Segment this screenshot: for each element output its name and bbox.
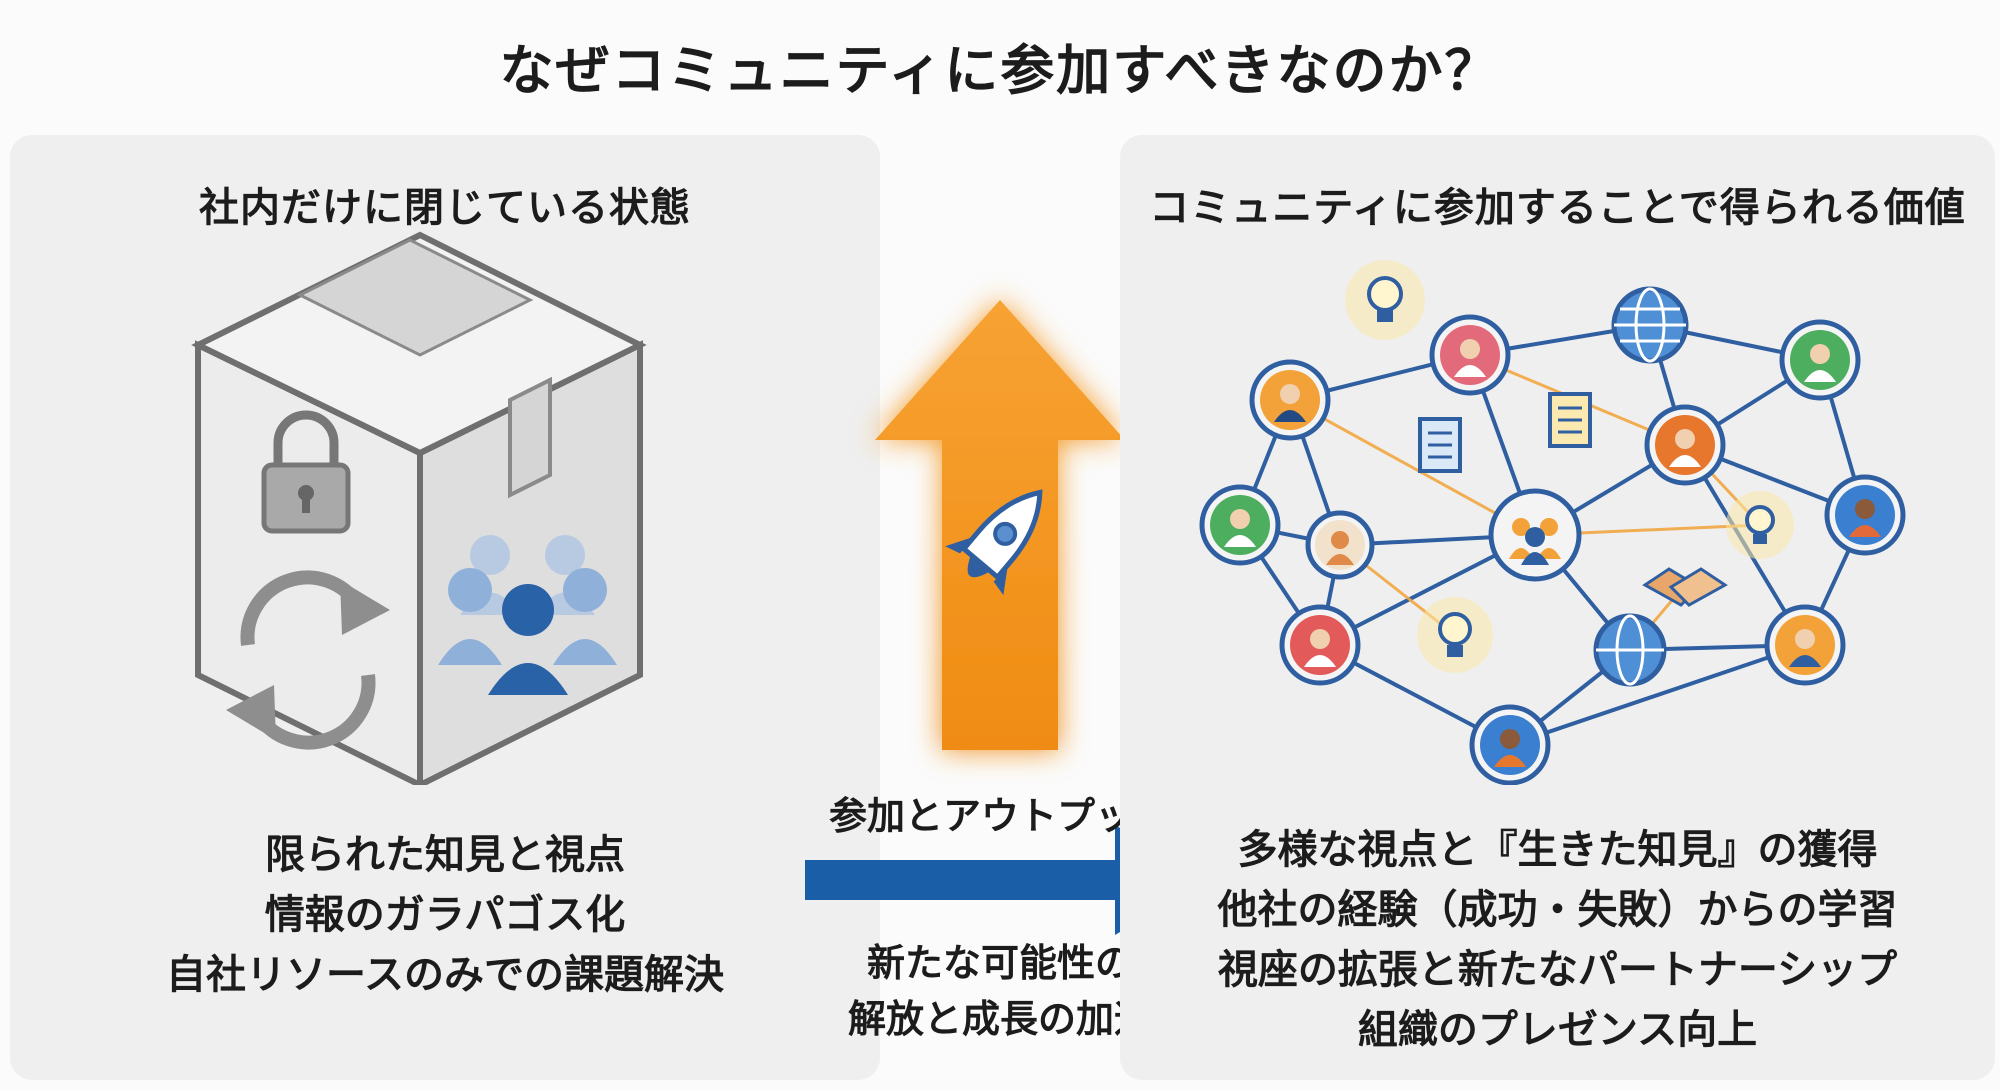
refresh-icon: [226, 570, 390, 750]
community-value-heading: コミュニティに参加することで得られる価値: [1149, 185, 1966, 231]
lightbulb-icon: [1417, 597, 1493, 673]
community-value-item: 他社の経験（成功・失敗）からの学習: [1217, 887, 1898, 933]
output-label: 参加とアウトプット: [828, 794, 1171, 838]
closed-state-item: 自社リソースのみでの課題解決: [166, 952, 724, 998]
globe-icon: [1611, 286, 1689, 364]
person-icon: [1488, 488, 1582, 582]
closed-state-item: 情報のガラパゴス化: [264, 892, 626, 938]
person-icon: [1764, 604, 1846, 686]
person-icon: [1279, 604, 1361, 686]
document-icon: [1548, 392, 1592, 448]
document-icon: [1418, 417, 1462, 473]
page-title: なぜコミュニティに参加すべきなのか？: [499, 39, 1501, 102]
community-value-item: 多様な視点と『生きた知見』の獲得: [1237, 827, 1878, 873]
community-value-item: 組織のプレゼンス向上: [1357, 1007, 1758, 1053]
up-arrow-icon: [875, 300, 1125, 750]
closed-state-item: 限られた知見と視点: [265, 832, 625, 878]
closed-state-panel: 社内だけに閉じている状態: [10, 135, 880, 1080]
community-value-panel: コミュニティに参加することで得られる価値: [1120, 135, 1995, 1080]
community-value-list: 多様な視点と『生きた知見』の獲得 他社の経験（成功・失敗）からの学習 視座の拡張…: [1120, 820, 1995, 1060]
person-icon: [1305, 510, 1375, 580]
lightbulb-icon: [1726, 491, 1794, 559]
lock-icon: [261, 410, 351, 534]
group-icon: [438, 535, 617, 695]
person-icon: [1469, 704, 1551, 785]
growth-text: 新たな可能性の 解放と成長の加速: [790, 935, 1210, 1047]
rocket-icon: [945, 489, 1043, 596]
closed-state-heading: 社内だけに閉じている状態: [199, 185, 691, 231]
person-icon: [1199, 484, 1281, 566]
person-icon: [1429, 314, 1511, 396]
community-value-item: 視座の拡張と新たなパートナーシップ: [1217, 947, 1898, 993]
person-icon: [1644, 404, 1726, 486]
person-icon: [1779, 319, 1861, 401]
growth-line: 新たな可能性の: [866, 941, 1133, 985]
person-icon: [1824, 474, 1906, 556]
globe-icon: [1593, 613, 1667, 687]
closed-state-list: 限られた知見と視点 情報のガラパゴス化 自社リソースのみでの課題解決: [10, 825, 880, 1005]
box-illustration: [191, 231, 647, 785]
growth-line: 解放と成長の加速: [847, 997, 1152, 1041]
lightbulb-icon: [1345, 260, 1425, 340]
network-icon: [1199, 260, 1906, 785]
box-icon: [191, 231, 647, 785]
handshake-icon: [1642, 567, 1728, 607]
person-icon: [1249, 359, 1331, 441]
